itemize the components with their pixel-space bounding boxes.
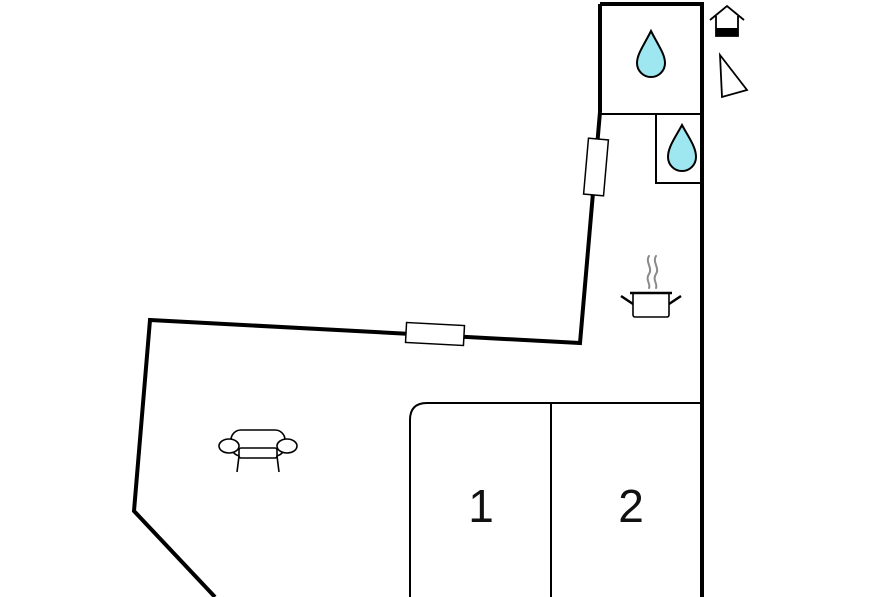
water-drop-icon (666, 122, 698, 172)
outer-walls (131, 2, 704, 597)
water-drop-icon (635, 28, 667, 78)
north-arrow-icon (718, 52, 749, 99)
window-upper (582, 137, 610, 197)
entrance-house-icon (709, 4, 745, 37)
inner-walls (409, 113, 702, 597)
room-number-1: 1 (468, 480, 494, 532)
cooking-pot-icon (620, 255, 682, 318)
window-lower (404, 321, 466, 347)
sofa-icon (218, 429, 298, 473)
room-number-2: 2 (618, 480, 644, 532)
